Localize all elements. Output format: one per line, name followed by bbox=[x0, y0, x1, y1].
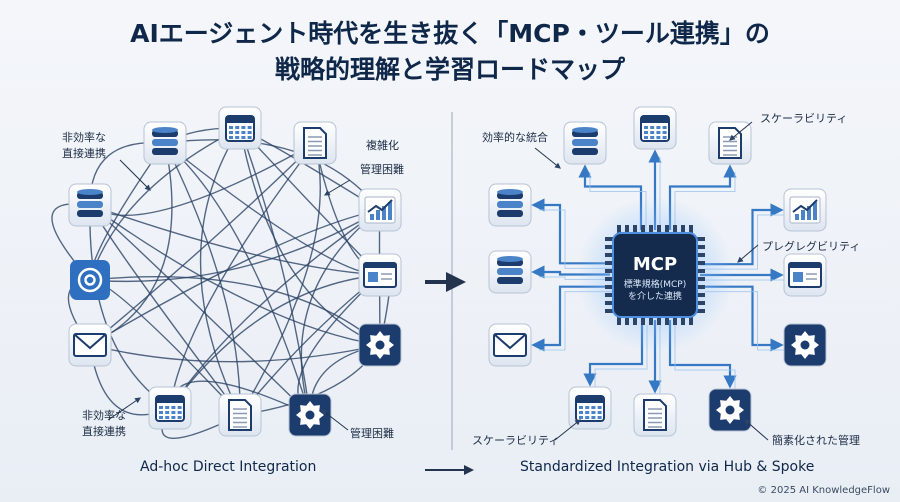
tangled-wire bbox=[89, 204, 242, 417]
page-title-line1: AIエージェント時代を生き抜く「MCP・ツール連携」の bbox=[130, 19, 770, 48]
label-line: 直接連携 bbox=[62, 147, 106, 160]
mcp-hub: MCP 標準規格(MCP)を介した連携 bbox=[577, 197, 733, 353]
callout-arrow bbox=[534, 147, 561, 169]
gear-icon bbox=[288, 393, 332, 437]
callout-arrows bbox=[107, 121, 769, 441]
tool-icons bbox=[68, 106, 827, 437]
tangled-wire bbox=[300, 209, 381, 417]
tangled-wire bbox=[89, 204, 382, 279]
calendar-icon bbox=[568, 386, 612, 430]
callout-arrow bbox=[321, 409, 349, 431]
label-management-bottom: 管理困難 bbox=[350, 427, 394, 440]
label-line: 非効率な bbox=[82, 409, 126, 422]
tangled-wire bbox=[88, 142, 316, 347]
calendar-icon bbox=[148, 386, 192, 430]
tangled-wire bbox=[89, 204, 382, 349]
callout-arrow bbox=[119, 159, 151, 191]
browser-window-icon bbox=[358, 253, 402, 297]
hub-title: MCP bbox=[633, 254, 677, 275]
document-icon bbox=[218, 393, 262, 437]
callout-arrow bbox=[729, 121, 753, 141]
callout-arrow bbox=[323, 179, 351, 196]
mcp-chip bbox=[612, 232, 698, 318]
page-title-line2: 戦略的理解と学習ロードマップ bbox=[274, 55, 625, 84]
label-pluggability: プレグレグビリティ bbox=[762, 240, 861, 253]
gear-icon bbox=[708, 388, 752, 432]
database-icon bbox=[488, 250, 532, 294]
label-scalability-top: スケーラビリティ bbox=[760, 112, 848, 125]
tangled-wire bbox=[89, 342, 382, 363]
tangled-wire bbox=[88, 209, 381, 346]
label-scalability-bottom: スケーラビリティ bbox=[472, 434, 560, 447]
copyright-text: © 2025 AI KnowledgeFlow bbox=[757, 485, 890, 496]
hub-subtitle-2: を介した連携 bbox=[628, 290, 682, 302]
label-complexity: 複雑化 bbox=[366, 139, 399, 152]
label-inefficient-bottom: 非効率な 直接連携 bbox=[82, 408, 126, 440]
tangled-wire bbox=[239, 127, 314, 417]
gear-icon bbox=[783, 323, 827, 367]
caption-left: Ad-hoc Direct Integration bbox=[140, 459, 317, 475]
tangled-wire bbox=[239, 127, 382, 347]
mail-icon bbox=[488, 323, 532, 367]
tangled-wire bbox=[164, 142, 245, 417]
tangled-wire bbox=[164, 142, 312, 417]
chart-icon bbox=[783, 188, 827, 232]
label-management-top: 管理困難 bbox=[360, 163, 404, 176]
hub-subtitle-1: 標準規格(MCP) bbox=[624, 278, 687, 290]
database-icon bbox=[563, 121, 607, 165]
tangled-wire bbox=[89, 275, 382, 347]
tangled-wire bbox=[169, 209, 381, 410]
database-icon bbox=[488, 183, 532, 227]
tangled-wire bbox=[88, 127, 241, 282]
label-inefficient-top: 非効率な 直接連携 bbox=[62, 130, 106, 162]
calendar-icon bbox=[218, 106, 262, 150]
label-simplified: 簡素化された管理 bbox=[772, 434, 860, 447]
calendar-icon bbox=[633, 106, 677, 150]
browser-window-icon bbox=[783, 253, 827, 297]
at-sign-icon bbox=[70, 260, 110, 300]
callout-arrow bbox=[744, 419, 769, 441]
callout-arrow bbox=[737, 244, 759, 263]
tangled-wire bbox=[166, 142, 316, 410]
database-icon bbox=[143, 121, 187, 165]
callout-arrow bbox=[107, 397, 141, 421]
chart-icon bbox=[358, 188, 402, 232]
database-icon bbox=[68, 183, 112, 227]
spoke-wire-shadow bbox=[705, 291, 786, 351]
document-icon bbox=[293, 121, 337, 165]
tangled-wire bbox=[199, 127, 241, 417]
callout-arrow bbox=[554, 419, 581, 441]
tangled-wire bbox=[169, 274, 381, 410]
label-line: 非効率な bbox=[62, 131, 106, 144]
document-icon bbox=[633, 393, 677, 437]
mail-icon bbox=[68, 323, 112, 367]
tangled-wire bbox=[89, 204, 312, 417]
caption-right: Standardized Integration via Hub & Spoke bbox=[520, 459, 815, 475]
label-line: 直接連携 bbox=[82, 425, 126, 438]
tangled-wire bbox=[88, 209, 381, 285]
gear-icon bbox=[358, 323, 402, 367]
tangled-wire bbox=[239, 142, 321, 417]
label-efficient: 効率的な統合 bbox=[482, 131, 548, 144]
